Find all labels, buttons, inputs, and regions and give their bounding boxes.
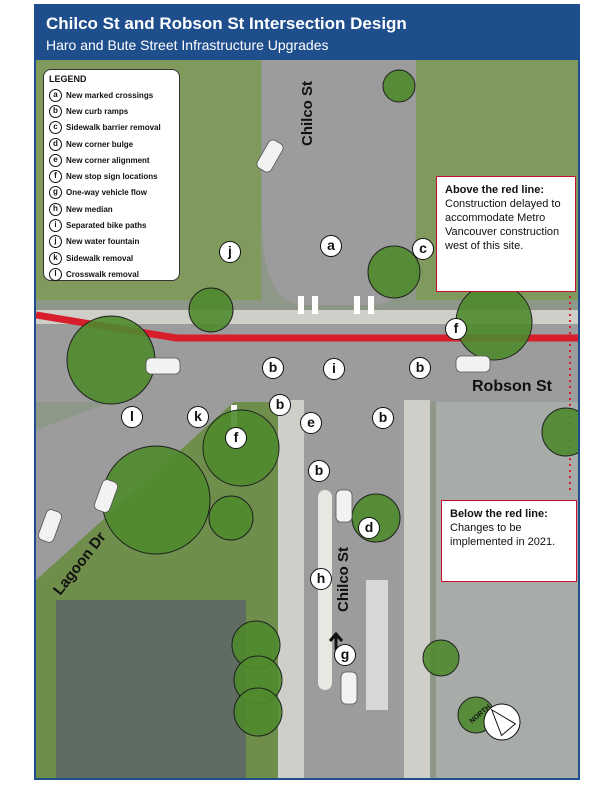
marker-b-4: b [372, 407, 394, 429]
legend-letter: a [49, 88, 62, 102]
marker-l: l [121, 406, 143, 428]
legend-item-a: a New marked crossings [49, 87, 174, 103]
page-subtitle: Haro and Bute Street Infrastructure Upgr… [46, 37, 329, 53]
bike-parking [366, 580, 388, 710]
legend-letter: d [49, 137, 62, 151]
marker-a: a [320, 235, 342, 257]
sidewalk-east [404, 400, 430, 778]
legend-letter: l [49, 267, 62, 281]
marker-k: k [187, 406, 209, 428]
legend-letter: j [49, 235, 62, 249]
street-label-chilco-north: Chilco St [299, 80, 316, 146]
legend-item-k: k Sidewalk removal [49, 250, 174, 266]
construction-red-line [36, 311, 578, 342]
legend-label: New stop sign locations [66, 172, 158, 182]
note-above-heading: Above the red line: [445, 184, 545, 196]
legend-letter: i [49, 219, 62, 233]
legend-letter: c [49, 121, 62, 135]
marker-b-2: b [409, 357, 431, 379]
legend-item-e: e New corner alignment [49, 152, 174, 168]
marker-c: c [412, 238, 434, 260]
legend-label: New corner alignment [66, 155, 150, 165]
sidewalk-north [36, 310, 578, 324]
legend-letter: g [49, 186, 62, 200]
legend-label: Separated bike paths [66, 221, 147, 231]
street-label-robson: Robson St [472, 378, 552, 395]
legend-label: Sidewalk removal [66, 253, 134, 263]
sidewalk-west [278, 400, 304, 778]
marker-b-1: b [262, 357, 284, 379]
median [318, 490, 332, 690]
legend-item-h: h New median [49, 201, 174, 217]
map-frame: Chilco St and Robson St Intersection Des… [34, 4, 580, 780]
north-arrow-icon [483, 703, 521, 741]
legend-letter: e [49, 153, 62, 167]
marker-h: h [310, 568, 332, 590]
marker-g: g [334, 644, 356, 666]
note-below-heading: Below the red line: [450, 508, 548, 520]
legend-label: New corner bulge [66, 139, 134, 149]
legend-label: New median [66, 204, 113, 214]
legend: LEGEND a New marked crossings b New curb ra… [43, 69, 180, 281]
street-label-chilco-south: Chilco St [335, 546, 352, 612]
trees [66, 69, 578, 737]
legend-item-j: j New water fountain [49, 234, 174, 250]
legend-title: LEGEND [49, 74, 87, 84]
legend-item-c: c Sidewalk barrier removal [49, 120, 174, 136]
marker-f-2: f [445, 318, 467, 340]
legend-letter: f [49, 170, 62, 184]
legend-letter: k [49, 251, 62, 265]
legend-label: New curb ramps [66, 106, 129, 116]
legend-label: New marked crossings [66, 90, 154, 100]
legend-item-f: f New stop sign locations [49, 168, 174, 184]
legend-item-l: l Crosswalk removal [49, 266, 174, 282]
marker-e: e [300, 412, 322, 434]
note-above-red-line: Above the red line: Construction delayed… [436, 176, 576, 292]
legend-item-i: i Separated bike paths [49, 217, 174, 233]
marker-b-5: b [308, 460, 330, 482]
legend-letter: b [49, 104, 62, 118]
chilco-road-north [262, 60, 416, 305]
marker-f-1: f [225, 427, 247, 449]
legend-label: One-way vehicle flow [66, 188, 147, 198]
marker-d: d [358, 517, 380, 539]
legend-label: Sidewalk barrier removal [66, 123, 161, 133]
marker-b-3: b [269, 394, 291, 416]
legend-item-g: g One-way vehicle flow [49, 185, 174, 201]
note-above-body: Construction delayed to accommodate Metr… [445, 198, 561, 252]
marker-j: j [219, 241, 241, 263]
page-title: Chilco St and Robson St Intersection Des… [46, 14, 407, 33]
legend-item-d: d New corner bulge [49, 136, 174, 152]
header-banner: Chilco St and Robson St Intersection Des… [36, 6, 578, 60]
legend-label: New water fountain [66, 237, 140, 247]
note-below-body: Changes to be implemented in 2021. [450, 522, 556, 548]
note-below-red-line: Below the red line: Changes to be implem… [441, 500, 577, 582]
legend-item-b: b New curb ramps [49, 103, 174, 119]
vehicles [38, 139, 491, 705]
lagoon-water [56, 600, 246, 778]
marker-i: i [323, 358, 345, 380]
legend-label: Crosswalk removal [66, 269, 139, 279]
legend-letter: h [49, 202, 62, 216]
